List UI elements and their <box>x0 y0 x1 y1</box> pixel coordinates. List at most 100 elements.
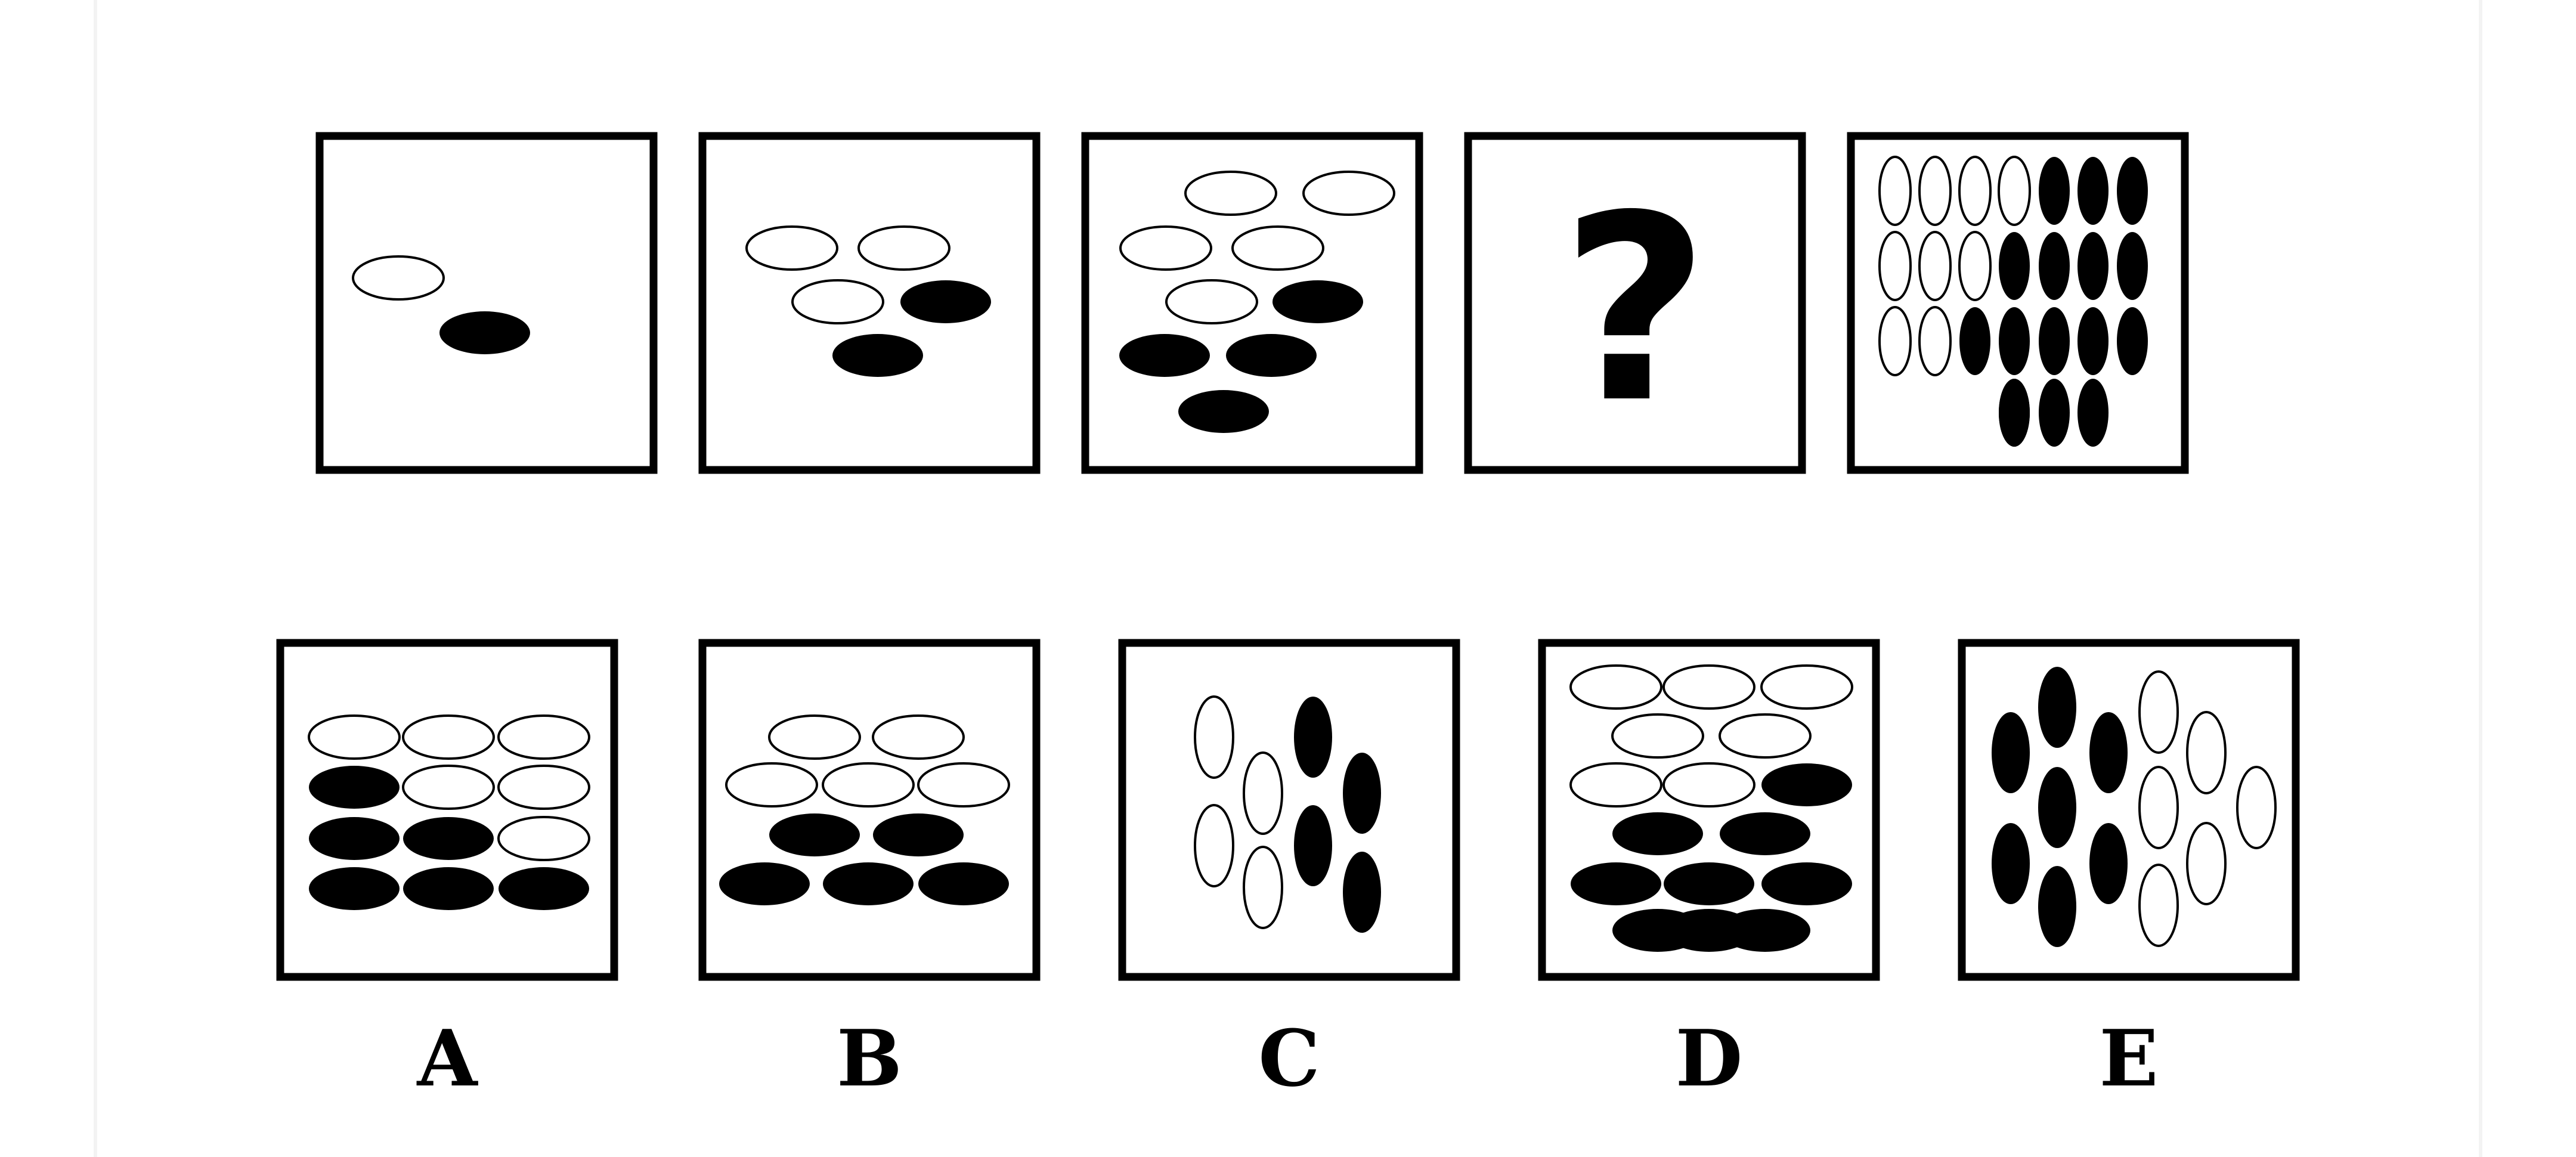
panel-5-black-oval-4 <box>1999 232 2030 300</box>
option-a-black-oval-3 <box>403 817 494 860</box>
option-d-white-oval-5 <box>1719 713 1812 759</box>
option-e-black-oval-5 <box>1992 823 2030 904</box>
panel-5-white-oval-4 <box>1998 156 2031 226</box>
option-e-black-oval-6 <box>2089 823 2128 904</box>
panel-1-white-oval-1 <box>352 255 445 301</box>
panel-5-black-oval-15 <box>2077 379 2109 447</box>
option-b-black-oval-4 <box>823 862 914 905</box>
option-a-white-oval-2 <box>402 714 495 760</box>
sequence-panel-5[interactable] <box>1847 132 2189 474</box>
option-e-white-oval-3 <box>2138 766 2179 849</box>
option-e-black-oval-7 <box>2038 866 2076 947</box>
option-a-white-oval-3 <box>497 714 590 760</box>
panel-5-white-oval-5 <box>1878 231 1912 301</box>
option-panel-b-frame <box>698 639 1041 981</box>
option-panel-d[interactable] <box>1538 639 1880 981</box>
sequence-panel-1-frame <box>315 132 658 474</box>
panel-5-black-oval-12 <box>2117 307 2148 375</box>
option-c-white-oval-2 <box>1243 751 1283 835</box>
option-d-extra-black-oval-1 <box>1664 909 1754 952</box>
option-c-black-oval-2 <box>1343 753 1381 834</box>
option-c-white-oval-3 <box>1194 804 1234 887</box>
panel-3-white-oval-5 <box>1165 279 1258 324</box>
panel-3-black-oval-1 <box>1272 280 1363 323</box>
option-d-black-oval-1 <box>1761 763 1852 806</box>
option-a-black-oval-5 <box>403 867 494 910</box>
option-e-white-oval-4 <box>2236 766 2277 849</box>
option-panel-e[interactable] <box>1958 639 2300 981</box>
option-b-black-oval-2 <box>873 813 964 856</box>
option-a-black-oval-6 <box>499 867 589 910</box>
panel-5-black-oval-2 <box>2077 157 2109 225</box>
option-label-b[interactable]: B <box>837 1013 902 1104</box>
option-c-black-oval-3 <box>1294 805 1332 886</box>
option-b-black-oval-3 <box>719 862 810 905</box>
sequence-panel-missing-frame <box>1464 132 1806 474</box>
option-d-black-oval-3 <box>1720 812 1810 855</box>
option-e-white-oval-5 <box>2186 822 2227 905</box>
option-a-black-oval-2 <box>309 817 400 860</box>
panel-5-white-oval-2 <box>1918 156 1952 226</box>
panel-3-white-oval-4 <box>1231 225 1324 271</box>
panel-5-white-oval-9 <box>1918 306 1952 376</box>
sequence-panel-3[interactable] <box>1081 132 1423 474</box>
option-label-e[interactable]: E <box>2099 1013 2158 1104</box>
option-e-white-oval-1 <box>2138 670 2179 754</box>
panel-2-white-oval-2 <box>857 225 950 271</box>
option-b-black-oval-1 <box>769 813 860 856</box>
option-d-white-oval-2 <box>1662 664 1755 710</box>
option-b-white-oval-5 <box>917 762 1010 808</box>
option-panel-c[interactable] <box>1118 639 1460 981</box>
option-b-black-oval-5 <box>918 862 1009 905</box>
panel-5-black-oval-3 <box>2117 157 2148 225</box>
option-e-white-oval-2 <box>2186 711 2227 794</box>
panel-3-black-oval-2 <box>1119 334 1210 377</box>
panel-5-black-oval-6 <box>2077 232 2109 300</box>
sequence-panel-2[interactable] <box>698 132 1041 474</box>
option-label-a[interactable]: A <box>416 1013 479 1104</box>
panel-5-white-oval-7 <box>1958 231 1992 301</box>
panel-3-black-oval-3 <box>1226 334 1317 377</box>
option-a-white-oval-1 <box>308 714 401 760</box>
panel-2-black-oval-2 <box>832 334 923 377</box>
option-panel-a-frame <box>276 639 618 981</box>
option-d-white-oval-4 <box>1611 713 1704 759</box>
option-c-black-oval-4 <box>1343 852 1381 933</box>
panel-1-black-oval-1 <box>439 311 530 354</box>
option-a-white-oval-4 <box>402 765 495 810</box>
option-d-white-oval-7 <box>1662 762 1755 808</box>
option-a-black-oval-4 <box>309 867 400 910</box>
panel-5-black-oval-11 <box>2077 307 2109 375</box>
option-a-black-oval-1 <box>309 766 400 809</box>
option-e-black-oval-4 <box>2038 767 2076 848</box>
option-panel-c-frame <box>1118 639 1460 981</box>
options-row: A B C D E <box>276 639 2300 1104</box>
panel-3-black-oval-4 <box>1178 390 1269 433</box>
option-panel-b[interactable] <box>698 639 1041 981</box>
panel-5-black-oval-14 <box>2039 379 2070 447</box>
option-label-c[interactable]: C <box>1258 1013 1320 1104</box>
panel-5-black-oval-8 <box>1959 307 1990 375</box>
sequence-panel-1[interactable] <box>315 132 658 474</box>
panel-3-white-oval-2 <box>1302 171 1395 216</box>
sequence-panel-missing[interactable]: ? <box>1464 132 1806 474</box>
option-d-black-oval-5 <box>1664 862 1754 905</box>
panel-2-white-oval-1 <box>745 225 838 271</box>
option-e-white-oval-6 <box>2138 864 2179 947</box>
panel-3-white-oval-1 <box>1184 171 1277 216</box>
option-d-white-oval-3 <box>1760 664 1853 710</box>
option-a-white-oval-6 <box>497 816 590 861</box>
option-panel-a[interactable] <box>276 639 618 981</box>
panel-5-white-oval-1 <box>1878 156 1912 226</box>
option-e-black-oval-2 <box>1992 712 2030 793</box>
panel-5-black-oval-1 <box>2039 157 2070 225</box>
panel-5-white-oval-8 <box>1878 306 1912 376</box>
panel-2-white-oval-3 <box>791 279 884 324</box>
option-label-d[interactable]: D <box>1676 1013 1743 1104</box>
option-c-white-oval-4 <box>1243 846 1283 929</box>
panel-5-white-oval-6 <box>1918 231 1952 301</box>
option-b-white-oval-4 <box>822 762 915 808</box>
option-b-white-oval-1 <box>768 714 861 760</box>
panel-5-black-oval-9 <box>1999 307 2030 375</box>
